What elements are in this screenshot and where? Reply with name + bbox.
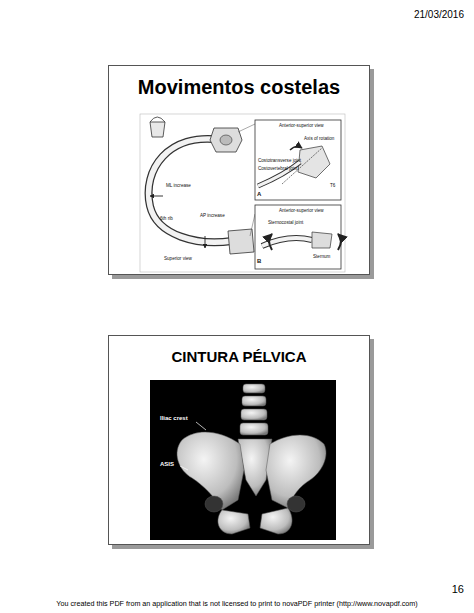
part-label: Axis of rotation <box>304 136 334 141</box>
rib-drawing <box>149 124 255 254</box>
pelvis-drawing <box>177 384 326 534</box>
slide-panel: CINTURA PÉLVICA <box>108 335 370 545</box>
part-label: Costotransverse joint <box>258 158 301 163</box>
part-label: Sternocostal joint <box>268 220 303 225</box>
part-label: Sternum <box>313 254 330 259</box>
part-label: 6th rib <box>160 216 173 221</box>
inset-b <box>255 205 341 269</box>
page-number: 16 <box>452 583 464 595</box>
slide-ground <box>108 65 370 275</box>
panel-letter: A <box>257 191 261 198</box>
slide-ground <box>108 335 370 545</box>
slide-title: CINTURA PÉLVICA <box>109 348 369 365</box>
slide-title: Movimentos costelas <box>109 76 369 99</box>
view-label: Anterior-superior view <box>279 123 324 128</box>
leader-line <box>180 422 206 470</box>
panel-letter: B <box>257 258 261 265</box>
photo-ground <box>150 380 336 540</box>
figure-frame <box>140 114 345 272</box>
part-label: Costovertebral joint <box>258 166 298 171</box>
inset-a <box>255 120 341 200</box>
part-label: Iliac crest <box>160 415 188 422</box>
slide-panel: Movimentos costelas <box>108 65 370 275</box>
part-label: T6 <box>330 183 335 188</box>
movement-label: ML increase <box>166 183 191 188</box>
movement-label: AP increase <box>200 213 225 218</box>
footer-note: You created this PDF from an application… <box>56 600 417 608</box>
page-date: 21/03/2016 <box>414 9 464 20</box>
view-label: Anterior-superior view <box>279 208 324 213</box>
view-label: Superior view <box>164 256 192 261</box>
part-label: ASIS <box>160 461 174 468</box>
bucket-icon <box>150 117 165 137</box>
